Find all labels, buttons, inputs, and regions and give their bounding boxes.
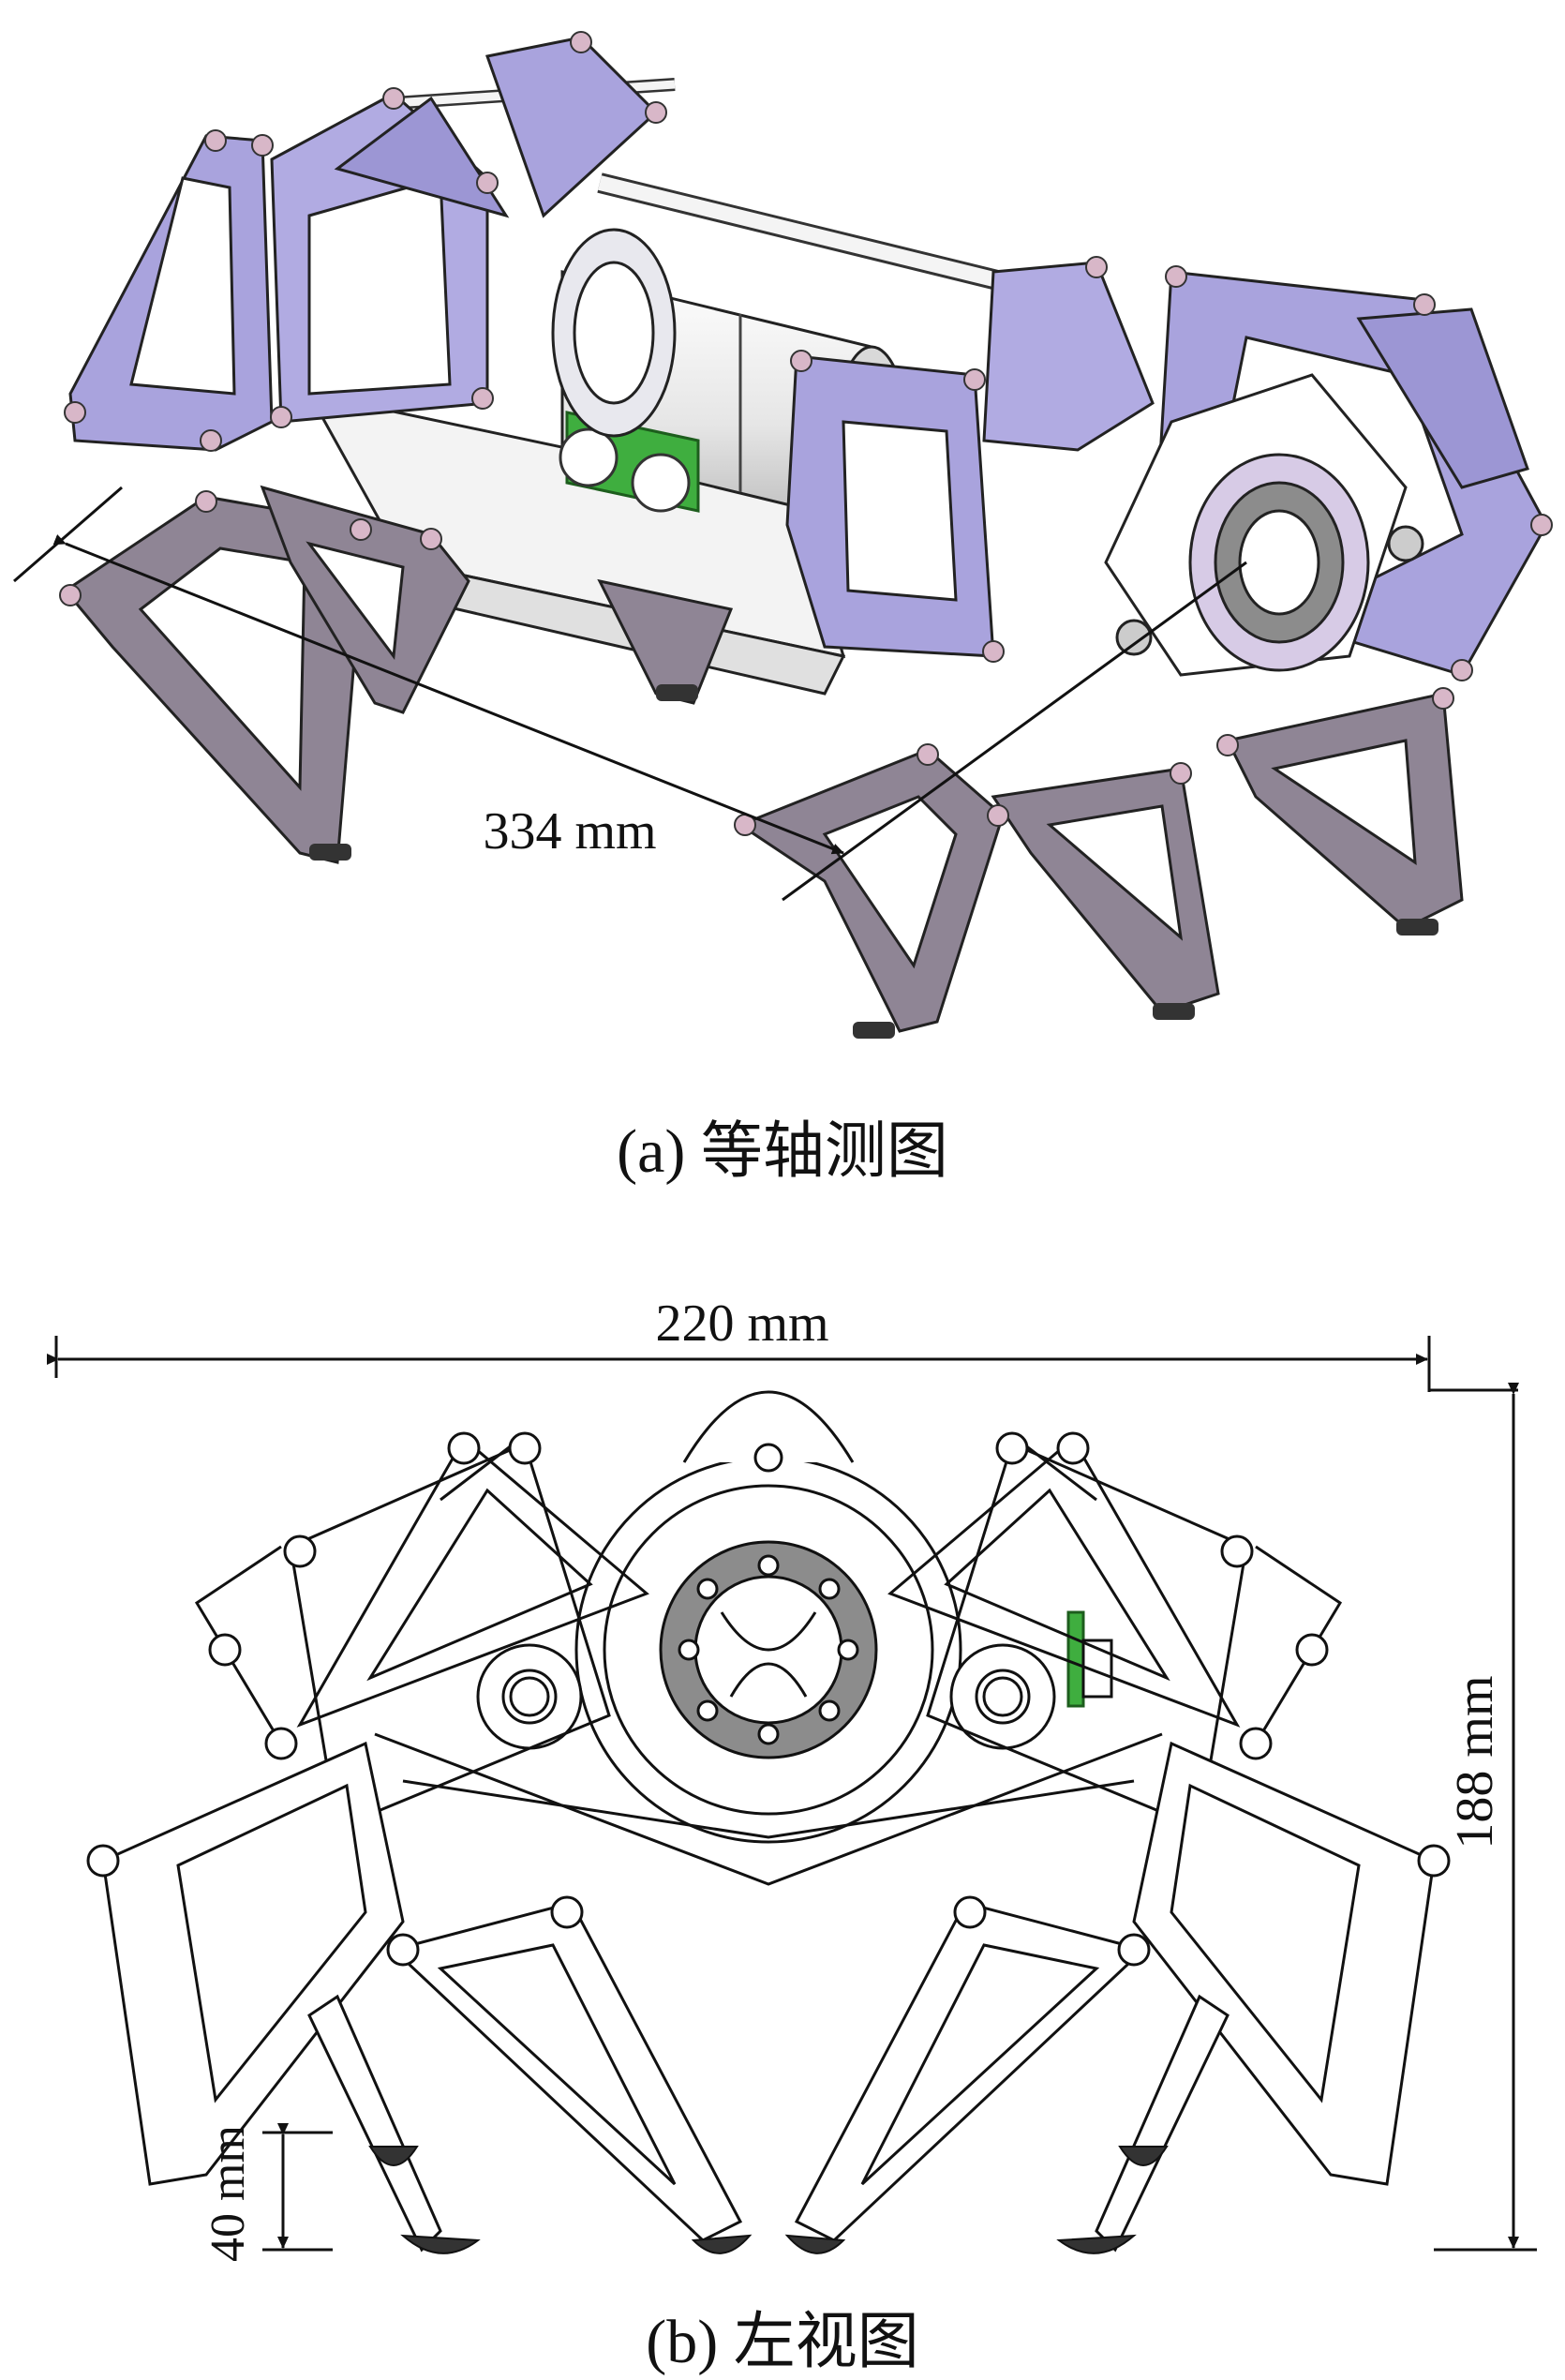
central-bearing	[659, 1540, 878, 1759]
side-bearings	[476, 1643, 1056, 1750]
isometric-view: 334 mm	[13, 31, 1553, 1039]
left-view-pivots	[86, 1431, 1451, 1967]
motor-flange	[551, 228, 677, 438]
caption-b: (b) 左视图	[646, 2308, 918, 2376]
right-bearing-plate	[1104, 373, 1424, 677]
left-view-feet	[368, 2146, 1169, 2254]
sensor-board	[1066, 1610, 1085, 1708]
left-frame	[68, 36, 659, 452]
caption-a: (a) 等轴测图	[617, 1117, 948, 1186]
dimension-label-220: 220 mm	[655, 1295, 828, 1353]
dimension-334	[13, 486, 1247, 902]
dimension-188	[1434, 1383, 1537, 2252]
right-legs	[737, 692, 1464, 1033]
dimension-label-334: 334 mm	[483, 802, 656, 861]
dimension-40	[262, 2123, 333, 2252]
dimension-label-40: 40 mm	[201, 2125, 255, 2262]
left-view	[101, 1390, 1436, 2253]
dimension-220	[47, 1336, 1518, 1392]
ultrasonic-sensor	[559, 411, 700, 513]
dimension-label-188: 188 mm	[1446, 1675, 1504, 1849]
